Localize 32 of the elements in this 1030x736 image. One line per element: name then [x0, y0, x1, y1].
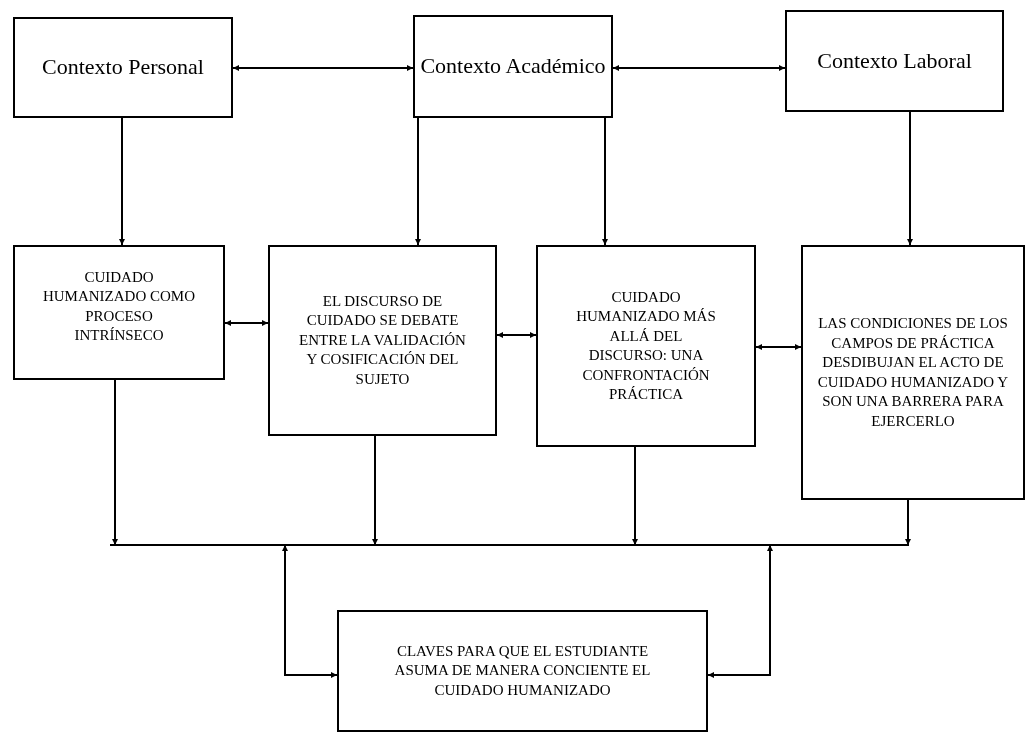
arrow — [372, 435, 378, 546]
text-box — [536, 245, 756, 447]
arrow — [755, 344, 802, 350]
arrow — [282, 544, 338, 678]
arrow — [119, 117, 125, 246]
arrow — [632, 446, 638, 546]
box-text: CUIDADO HUMANIZADO MÁS ALLÁ DEL DISCURSO: UNA CONFRONTACIÓN PRÁCTICA — [575, 287, 717, 404]
arrow — [415, 117, 421, 246]
arrow — [707, 544, 773, 678]
arrow — [496, 332, 537, 338]
box-text: LAS CONDICIONES DE LOS CAMPOS DE PRÁCTICA DESDIBUJAN EL ACTO DE CUIDADO HUMANIZADO Y SON UNA BARRERA PARA EJERCERLO — [816, 314, 1010, 431]
box-text: Contexto Laboral — [817, 46, 972, 75]
text-box — [268, 245, 497, 436]
arrow — [612, 65, 786, 71]
text-box — [413, 15, 613, 118]
arrow — [232, 65, 414, 71]
arrow — [224, 320, 269, 326]
arrow — [907, 111, 913, 246]
box-text: Contexto Personal — [42, 53, 204, 82]
box-text: CUIDADO HUMANIZADO COMO PROCESO INTRÍNSECO — [41, 267, 197, 345]
text-box — [801, 245, 1025, 500]
text-box — [13, 245, 225, 380]
text-box — [337, 610, 708, 732]
junction-line — [110, 544, 909, 546]
arrow — [112, 379, 118, 546]
box-text: EL DISCURSO DE CUIDADO SE DEBATE ENTRE LA VALIDACIÓN Y COSIFICACIÓN DEL SUJETO — [298, 291, 467, 389]
arrow — [602, 117, 608, 246]
text-box — [785, 10, 1004, 112]
text-box — [13, 17, 233, 118]
arrow — [905, 499, 911, 546]
box-text: CLAVES PARA QUE EL ESTUDIANTE ASUMA DE MANERA CONCIENTE EL CUIDADO HUMANIZADO — [393, 641, 652, 700]
box-text: Contexto Académico — [420, 52, 606, 81]
